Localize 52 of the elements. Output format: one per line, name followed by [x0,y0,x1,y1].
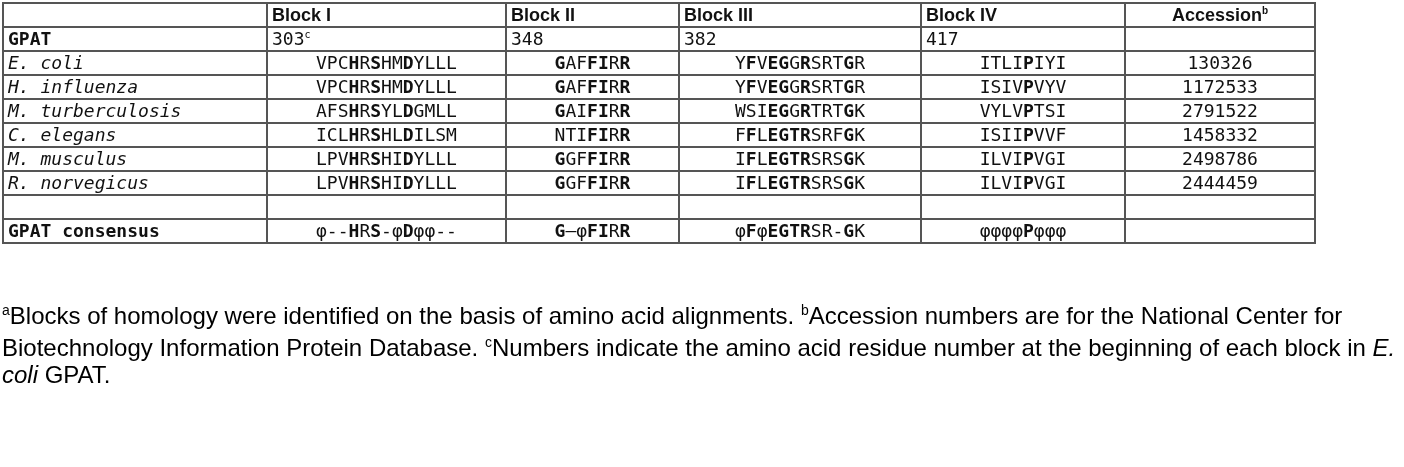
sequence-text: φFφEGTRSR-GK [679,219,921,243]
accession-number: 130326 [1125,51,1315,75]
accession-number: 2498786 [1125,147,1315,171]
residue-number: 303$^{c}$ [267,27,506,51]
residue-number: 417 [921,27,1125,51]
sequence-text: WSIEGGRTRTGK [679,99,921,123]
sequence-text: LPVHRSHIDYLLL [267,147,506,171]
sequence-text: ISIIPVVF [921,123,1125,147]
sequence-text: φφφφPφφφ [921,219,1125,243]
sequence-text: VPCHRSHMDYLLL [267,51,506,75]
footnote-text: $^{a}$Blocks of homology were identified on the basis of amino acid alignments. $^{b}$Accession numbers are for the National Center for Biotechnology Information Protein Database. $^{c}$Numbers indicate the amino acid residue number at the beginning of each block in E. coli GPAT. [2,301,1397,388]
sequence-text: GGFFIRR [506,171,679,195]
sequence-text: LPVHRSHIDYLLL [267,171,506,195]
species-name: C. elegans [3,123,267,147]
row-heading: GPAT consensus [3,219,267,243]
sequence-text: VPCHRSHMDYLLL [267,75,506,99]
accession-number: 2444459 [1125,171,1315,195]
row-heading: GPAT [3,27,267,51]
residue-number: 382 [679,27,921,51]
sequence-text: ISIVPVYV [921,75,1125,99]
sequence-text: YFVEGGRSRTGR [679,51,921,75]
sequence-text: GAIFIRR [506,99,679,123]
accession-number: 1458332 [1125,123,1315,147]
sequence-text: ILVIPVGI [921,147,1125,171]
residue-number: 348 [506,27,679,51]
column-header: Block I [267,3,506,27]
sequence-text: GGFFIRR [506,147,679,171]
sequence-text: AFSHRSYLDGMLL [267,99,506,123]
sequence-text: GAFFIRR [506,75,679,99]
sequence-text: VYLVPTSI [921,99,1125,123]
sequence-text: FFLEGTRSRFGK [679,123,921,147]
accession-number: 1172533 [1125,75,1315,99]
column-header: Block IV [921,3,1125,27]
sequence-text: ILVIPVGI [921,171,1125,195]
column-header: Accession$^{b}$ [1125,3,1315,27]
sequence-text: ICLHRSHLDILSM [267,123,506,147]
species-name: H. influenza [3,75,267,99]
species-name: M. musculus [3,147,267,171]
accession-number: 2791522 [1125,99,1315,123]
sequence-text: NTIFIRR [506,123,679,147]
sequence-text: φ--HRS-φDφφ-- [267,219,506,243]
sequence-text: YFVEGGRSRTGR [679,75,921,99]
sequence-text: G–φFIRR [506,219,679,243]
sequence-text: IFLEGTRSRSGK [679,147,921,171]
sequence-text: IFLEGTRSRSGK [679,171,921,195]
sequence-text: GAFFIRR [506,51,679,75]
species-name: R. norvegicus [3,171,267,195]
column-header: Block III [679,3,921,27]
sequence-text: ITLIPIYI [921,51,1125,75]
column-header: Block II [506,3,679,27]
species-name: E. coli [3,51,267,75]
species-name: M. turberculosis [3,99,267,123]
